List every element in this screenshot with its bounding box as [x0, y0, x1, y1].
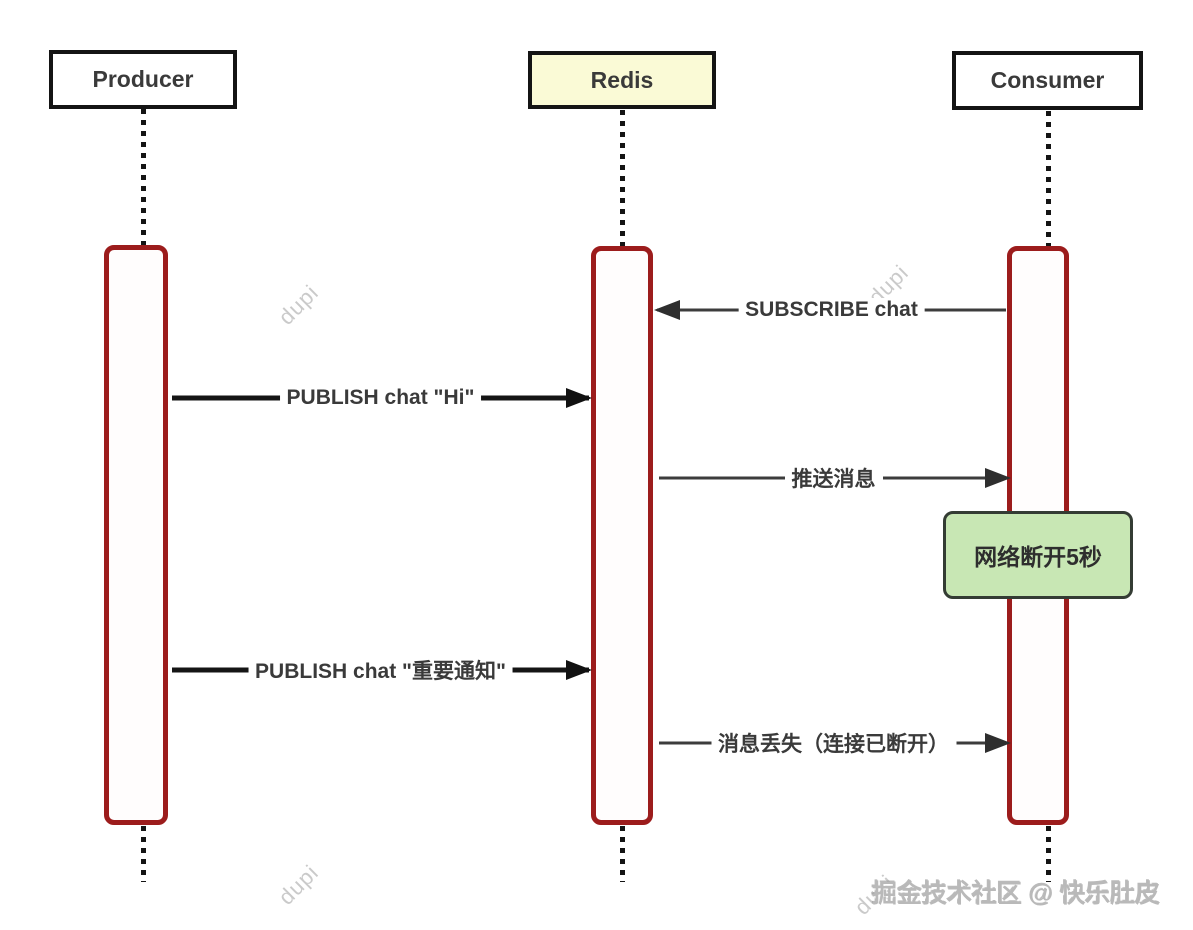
message-lost: 消息丢失（连接已断开） [657, 721, 1011, 765]
actor-label-consumer: Consumer [990, 67, 1105, 93]
actor-label-producer: Producer [92, 66, 194, 92]
message-label: SUBSCRIBE chat [738, 298, 925, 322]
lifeline-consumer-bottom [1046, 826, 1051, 882]
message-label: PUBLISH chat "重要通知" [248, 655, 513, 685]
message-push: 推送消息 [657, 456, 1011, 500]
actor-box-producer: Producer [49, 50, 237, 109]
watermark-dupi: dupi [273, 859, 324, 910]
arrowhead-right-icon [566, 388, 592, 408]
lifeline-redis-bottom [620, 826, 625, 882]
watermark-dupi: dupi [273, 279, 324, 330]
lifeline-producer-top [141, 109, 146, 246]
actor-label-redis: Redis [590, 66, 654, 93]
lifeline-producer-bottom [141, 826, 146, 882]
arrowhead-left-icon [654, 300, 680, 320]
message-subscribe-chat: SUBSCRIBE chat [654, 288, 1008, 332]
message-label: 消息丢失（连接已断开） [711, 728, 956, 758]
actor-box-consumer: Consumer [952, 51, 1143, 110]
lifeline-consumer-top [1046, 111, 1051, 247]
message-label: 推送消息 [784, 463, 883, 493]
arrowhead-right-icon [985, 733, 1011, 753]
activation-bar-producer [104, 245, 168, 825]
arrowhead-right-icon [985, 468, 1011, 488]
message-publish-chat-hi: PUBLISH chat "Hi" [170, 376, 592, 420]
message-publish-chat-notice: PUBLISH chat "重要通知" [170, 648, 592, 692]
lifeline-redis-top [620, 110, 625, 247]
activation-bar-redis [591, 246, 653, 825]
message-label: PUBLISH chat "Hi" [279, 386, 482, 410]
note-label: 网络断开5秒 [974, 544, 1102, 570]
credit-watermark: 掘金技术社区 @ 快乐肚皮 [872, 880, 1161, 908]
arrowhead-right-icon [566, 660, 592, 680]
note-network-disconnect: 网络断开5秒 [943, 511, 1133, 599]
actor-box-redis: Redis [528, 51, 716, 109]
